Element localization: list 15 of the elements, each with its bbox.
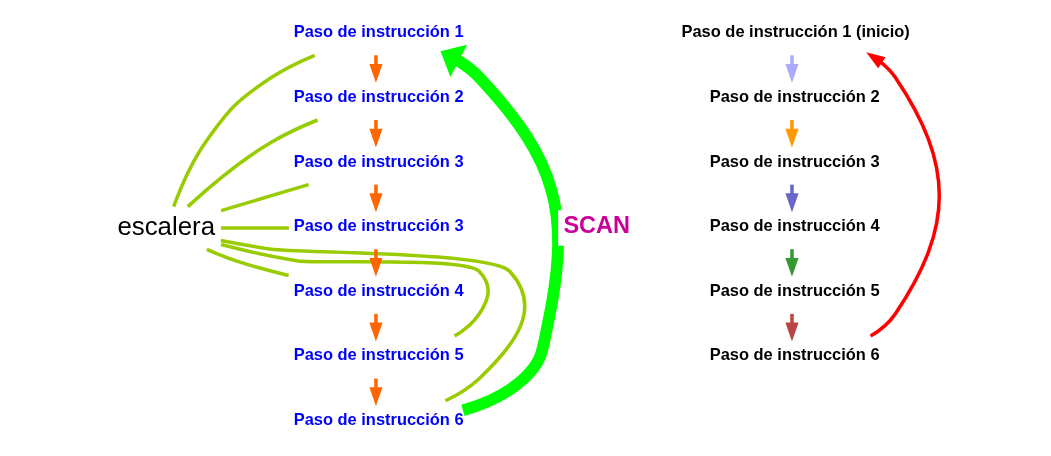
edge-label: SCAN — [562, 211, 630, 238]
node-text: escalera — [116, 211, 215, 240]
node-text: Paso de instrucción 4 — [709, 216, 880, 235]
node-text: Paso de instrucción 5 — [293, 345, 464, 364]
node-text: Paso de instrucción 6 — [709, 345, 880, 364]
node-text: Paso de instrucción 3 — [709, 151, 880, 170]
node-text: Paso de instrucción 1 (inicio) — [681, 22, 910, 41]
node-text: Paso de instrucción 2 — [293, 86, 464, 105]
node-text: Paso de instrucción 3 — [293, 151, 464, 170]
node-text: Paso de instrucción 2 — [709, 86, 880, 105]
node-text: Paso de instrucción 1 — [293, 22, 464, 41]
node-text: Paso de instrucción 5 — [709, 280, 880, 299]
node-text: Paso de instrucción 6 — [293, 410, 464, 429]
node-text: Paso de instrucción 3 — [293, 216, 464, 235]
node-text: Paso de instrucción 4 — [293, 280, 464, 299]
